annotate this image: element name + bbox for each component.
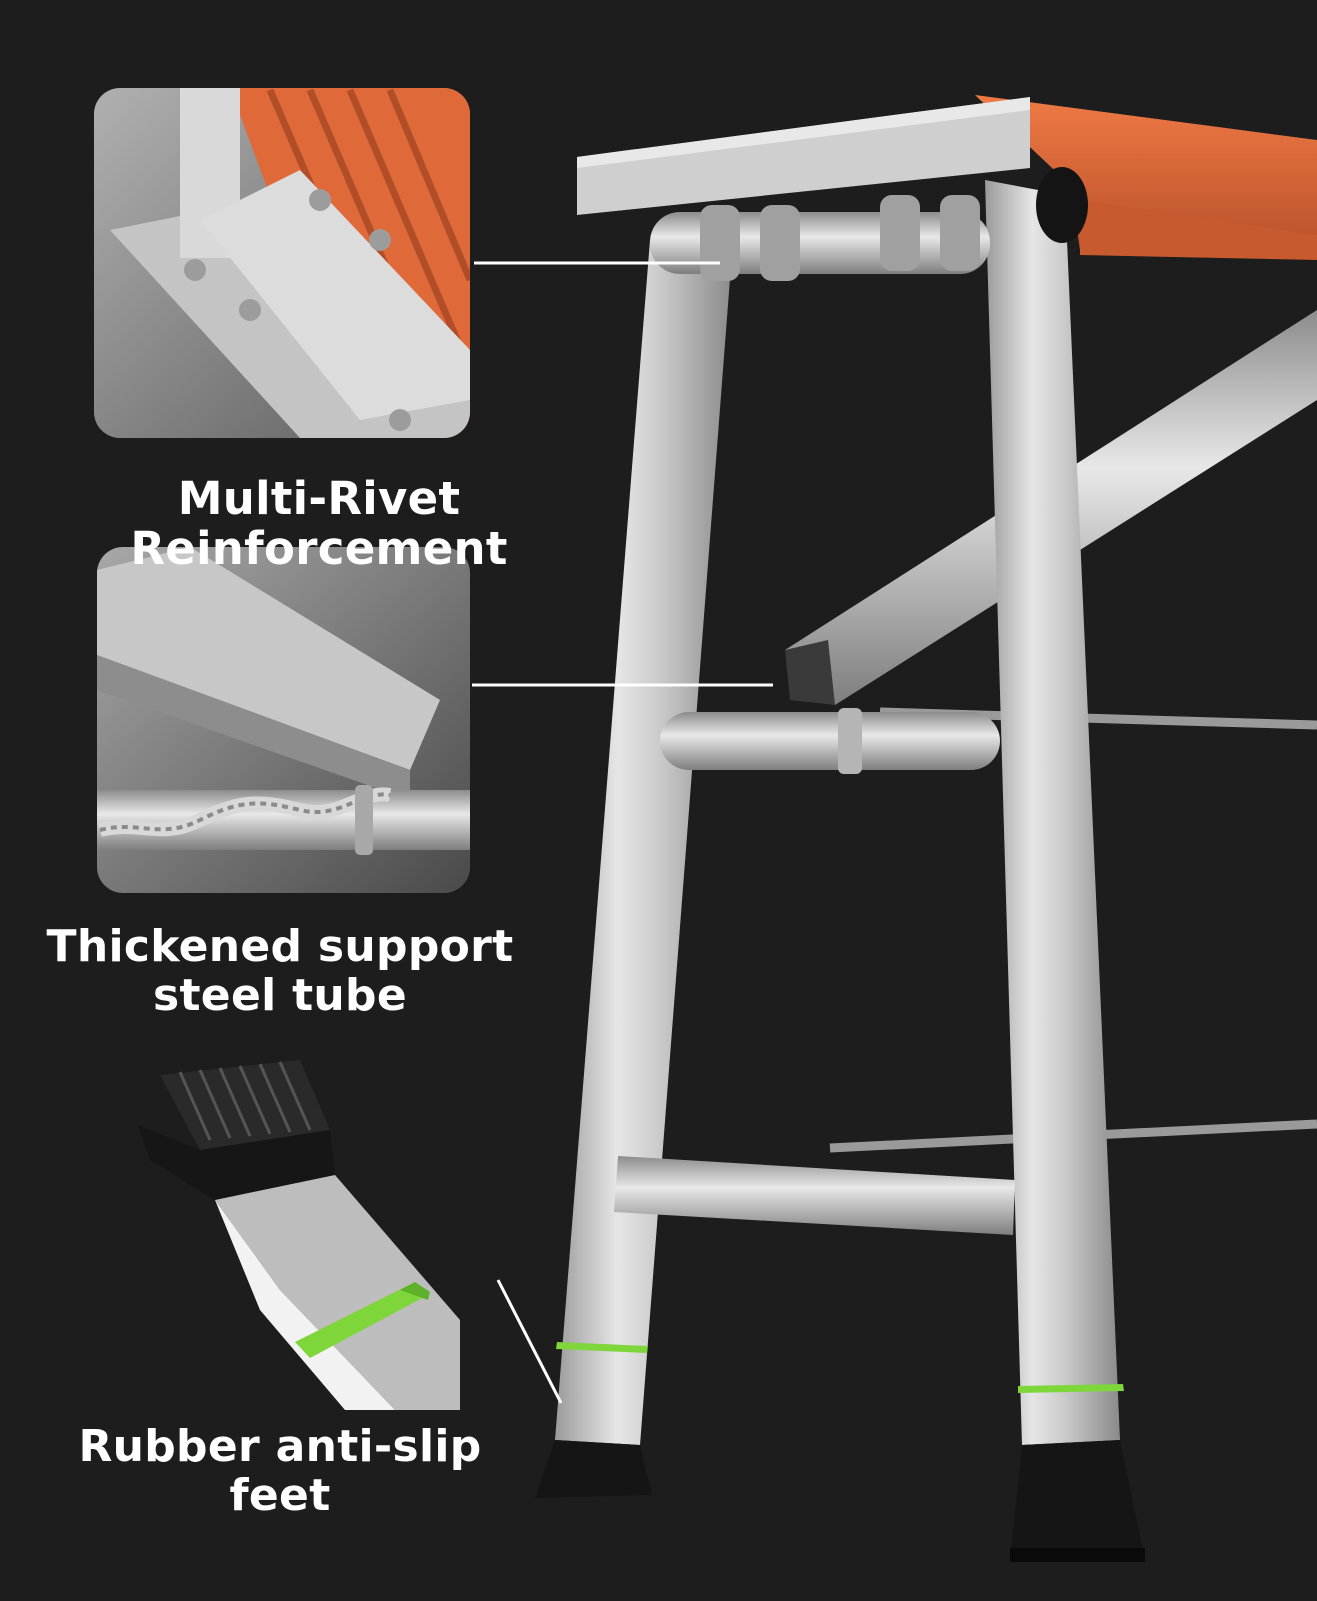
- leader-line-feet: [496, 1279, 563, 1404]
- callout-tube-line1: Thickened support: [46, 921, 514, 972]
- rubber-foot-left: [535, 1440, 652, 1498]
- callout-tube-label: Thickened support steel tube: [40, 922, 520, 1021]
- cross-tube-upper: [660, 712, 1000, 770]
- orange-tread-edge: [1080, 200, 1317, 260]
- tube-end-cap: [1036, 167, 1088, 243]
- brace-opening: [785, 640, 835, 705]
- rubber-foot-closeup-photo: [138, 1060, 460, 1410]
- callout-feet-label: Rubber anti-slip feet: [40, 1422, 520, 1521]
- callout-tube-line2: steel tube: [152, 970, 407, 1022]
- ladder-illustration: [535, 95, 1317, 1562]
- callout-rivet-label: Multi-Rivet Reinforcement: [24, 472, 614, 576]
- rivet-closeup-photo: [94, 88, 470, 438]
- green-ring-right: [1018, 1384, 1124, 1393]
- orange-tread: [975, 95, 1317, 255]
- callout-rivet-text: Multi-Rivet Reinforcement: [130, 472, 508, 576]
- top-step: [577, 97, 1030, 215]
- steel-tube-closeup-photo: [97, 547, 470, 893]
- callout-feet-text: Rubber anti-slip feet: [78, 1421, 482, 1522]
- cross-bar-lower: [614, 1156, 1015, 1235]
- green-ring-left: [556, 1342, 648, 1353]
- left-leg: [555, 240, 733, 1445]
- rubber-foot-right: [1010, 1440, 1145, 1562]
- right-leg: [985, 180, 1120, 1445]
